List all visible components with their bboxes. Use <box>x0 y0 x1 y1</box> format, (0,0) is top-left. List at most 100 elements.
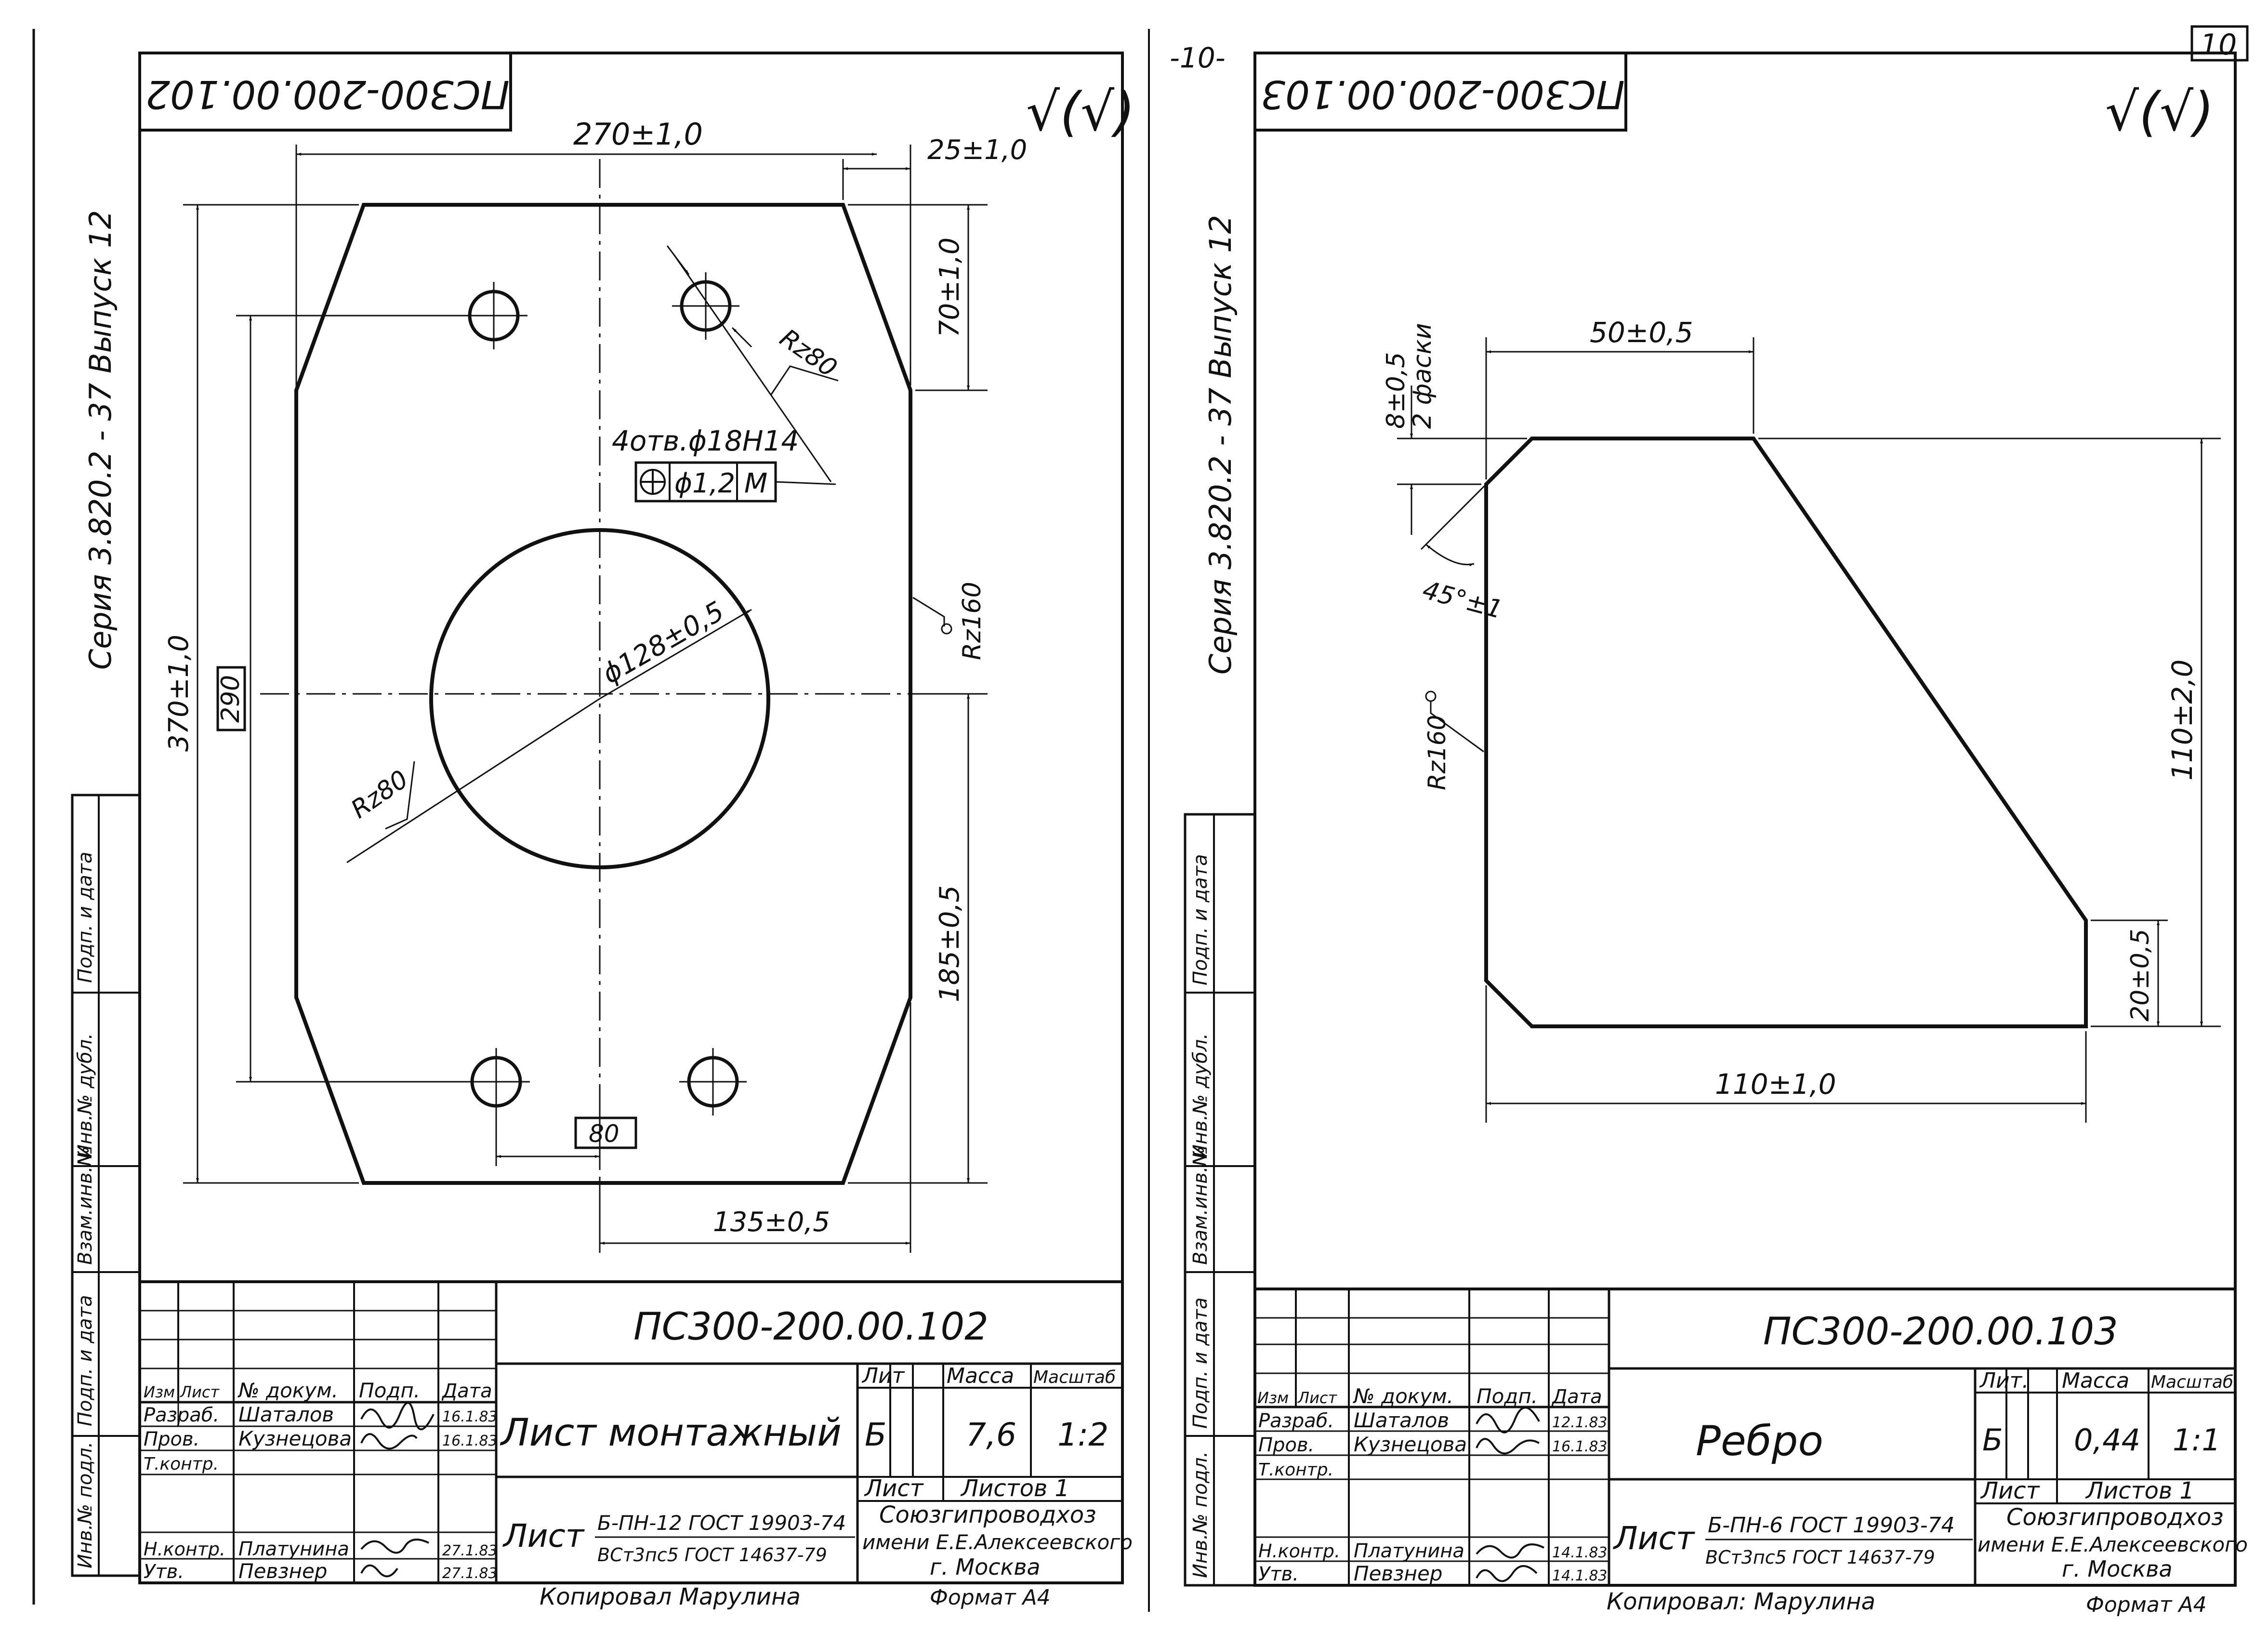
right-signature-1 <box>1476 1407 1540 1434</box>
right-tb-role-1: Пров. <box>1258 1434 1314 1456</box>
right-tb-role-0: Разраб. <box>1258 1410 1334 1432</box>
page-number: 10 <box>2200 28 2237 62</box>
right-tb-name: Ребро <box>1696 1417 1823 1465</box>
dim-top-width: 50±0,5 <box>1590 316 1693 349</box>
right-tb-hdr-izm: Изм <box>1257 1389 1289 1407</box>
left-tb-date-1: 16.1.83 <box>442 1433 498 1449</box>
right-tb-date-0: 12.1.83 <box>1552 1414 1608 1431</box>
dim-chamfer-note: 2 фаски <box>1408 323 1437 429</box>
right-tb-scale-label: Масштаб <box>2151 1372 2233 1392</box>
left-signature-3 <box>360 1539 429 1554</box>
right-title-block: ПС300-200.00.103 Ребро Изм Лист № докум.… <box>1253 1288 2248 1617</box>
left-tb-hdr-sign: Подп. <box>359 1379 420 1402</box>
left-tb-person-4: Певзнер <box>238 1559 327 1583</box>
left-tb-org-3: г. Москва <box>930 1554 1041 1580</box>
left-tb-lit-label: Лит <box>861 1364 905 1388</box>
dim-height: 370±1,0 <box>163 635 195 752</box>
dim-hole-span-h: 80 <box>589 1120 620 1148</box>
left-stamp-podp-data-1: Подп. и дата <box>74 1295 96 1426</box>
right-tb-lit: Б <box>1982 1422 2003 1458</box>
right-tb-scale: 1:1 <box>2173 1422 2221 1458</box>
right-tb-sheets-label: Листов 1 <box>2085 1477 2194 1504</box>
right-tb-hdr-doc: № докум. <box>1353 1384 1453 1408</box>
right-tb-org-3: г. Москва <box>2062 1556 2173 1582</box>
right-tb-doc-code: ПС300-200.00.103 <box>1763 1310 2118 1354</box>
left-stamp-podp-data-2: Подп. и дата <box>74 852 96 983</box>
left-corner-code: ПС300-200.00.102 <box>145 72 510 117</box>
rz-bore: Rz80 <box>346 765 414 824</box>
rib-outline <box>1484 437 2088 1028</box>
dim-chamfer-v: 70±1,0 <box>934 238 965 337</box>
right-tb-person-3: Платунина <box>1354 1540 1464 1562</box>
left-stamp-vzam-inv: Взам.инв.№ <box>74 1146 96 1265</box>
left-tb-org-2: имени Е.Е.Алексеевского <box>862 1530 1133 1554</box>
right-stamp-podp-data-2: Подп. и дата <box>1189 854 1212 985</box>
right-signature-4 <box>1476 1565 1538 1582</box>
right-sheet-frame <box>1253 52 2237 1587</box>
left-tb-role-0: Разраб. <box>144 1404 219 1426</box>
left-plate-drawing: 270±1,0 25±1,0 70±1,0 370±1,0 290 <box>163 117 1027 1253</box>
left-series-label: Серия 3.820.2 - 37 Выпуск 12 <box>83 210 118 670</box>
right-stamp-inv-dubl: Инв.№ дубл. <box>1189 1033 1212 1159</box>
right-stamp-podp-data-1: Подп. и дата <box>1189 1298 1212 1429</box>
dim-bottom-width: 110±1,0 <box>1715 1068 1836 1101</box>
left-tb-person-0: Шаталов <box>238 1403 334 1426</box>
dim-angle: 45°±1 <box>1420 576 1506 625</box>
right-tb-person-0: Шаталов <box>1354 1408 1449 1432</box>
right-tb-material-prefix: Лист <box>1613 1520 1696 1557</box>
left-corner-code-box <box>138 52 512 132</box>
left-tb-scale: 1:2 <box>1057 1416 1108 1453</box>
left-signature-1 <box>360 1402 435 1431</box>
right-series-label: Серия 3.820.2 - 37 Выпуск 12 <box>1203 215 1238 675</box>
right-rib-drawing: 50±0,5 8±0,5 2 фаски 45°±1 110±2,0 20±0,… <box>1382 316 2221 1123</box>
left-tb-doc-code: ПС300-200.00.102 <box>633 1305 989 1349</box>
right-tb-hdr-sign: Подп. <box>1477 1384 1538 1408</box>
dim-center-bore: ϕ128±0,5 <box>597 596 730 690</box>
right-corner-code-box <box>1253 52 1627 132</box>
left-tb-scale-label: Масштаб <box>1033 1367 1116 1387</box>
left-tb-material-top: Б-ПН-12 ГОСТ 19903-74 <box>597 1511 846 1535</box>
right-tb-role-3: Н.контр. <box>1258 1540 1340 1562</box>
dim-chamfer: 8±0,5 <box>1382 352 1411 429</box>
left-tb-role-4: Утв. <box>144 1561 184 1583</box>
left-tb-person-3: Платунина <box>238 1538 349 1560</box>
left-tb-role-1: Пров. <box>144 1428 199 1450</box>
left-tb-mass-label: Масса <box>947 1364 1014 1388</box>
right-corner-code: ПС300-200.00.103 <box>1261 72 1625 117</box>
left-tb-role-3: Н.контр. <box>144 1539 225 1560</box>
left-sheet-frame <box>138 52 1124 1584</box>
left-tb-lit: Б <box>865 1416 886 1453</box>
left-tb-name: Лист монтажный <box>500 1411 842 1455</box>
right-tb-person-1: Кузнецова <box>1354 1433 1467 1456</box>
right-sheet: ПС300-200.00.103 √(√) Серия 3.820.2 - 37… <box>1184 52 2248 1617</box>
left-tb-copied: Копировал Марулина <box>540 1583 801 1610</box>
right-signature-2 <box>1476 1438 1540 1455</box>
plate-outline <box>294 203 912 1185</box>
left-stamp-inv-dubl: Инв.№ дубл. <box>74 1033 96 1159</box>
left-tb-sheet-label: Лист <box>864 1475 924 1502</box>
left-tb-hdr-doc: № докум. <box>237 1379 338 1402</box>
right-tb-date-1: 16.1.83 <box>1552 1438 1608 1455</box>
left-sheet: ПС300-200.00.102 √(√) Серия 3.820.2 - 37… <box>71 52 1135 1610</box>
right-tb-hdr-list: Лист <box>1297 1389 1337 1407</box>
left-tb-sheets-label: Листов 1 <box>960 1475 1069 1502</box>
right-tb-sheet-label: Лист <box>1980 1477 2041 1504</box>
center-bore <box>429 528 770 869</box>
left-tb-org-1: Союзгипроводхоз <box>879 1501 1096 1528</box>
right-tb-date-3: 14.1.83 <box>1552 1544 1608 1561</box>
left-signature-2 <box>360 1433 418 1450</box>
left-stamp-inv-podl: Инв.№ подл. <box>74 1442 96 1568</box>
right-stamp-vzam-inv: Взам.инв.№ <box>1189 1146 1212 1265</box>
left-tb-format: Формат А4 <box>930 1585 1051 1610</box>
left-tb-date-4: 27.1.83 <box>442 1565 498 1582</box>
left-title-block: ПС300-200.00.102 Лист монтажный Изм Лист… <box>138 1280 1133 1610</box>
right-tb-org-2: имени Е.Е.Алексеевского <box>1978 1533 2248 1556</box>
page-number-mid: -10- <box>1170 41 1226 74</box>
dim-hole-span-v: 290 <box>216 675 245 723</box>
right-tb-org-1: Союзгипроводхоз <box>2006 1504 2224 1531</box>
right-tb-mass: 0,44 <box>2074 1422 2140 1458</box>
right-side-stamp: Инв.№ подл. Подп. и дата Взам.инв.№ Инв.… <box>1184 813 1256 1587</box>
position-tolerance-value: ϕ1,2 <box>674 468 735 499</box>
dim-width: 270±1,0 <box>573 117 703 152</box>
right-tb-format: Формат А4 <box>2086 1593 2207 1617</box>
